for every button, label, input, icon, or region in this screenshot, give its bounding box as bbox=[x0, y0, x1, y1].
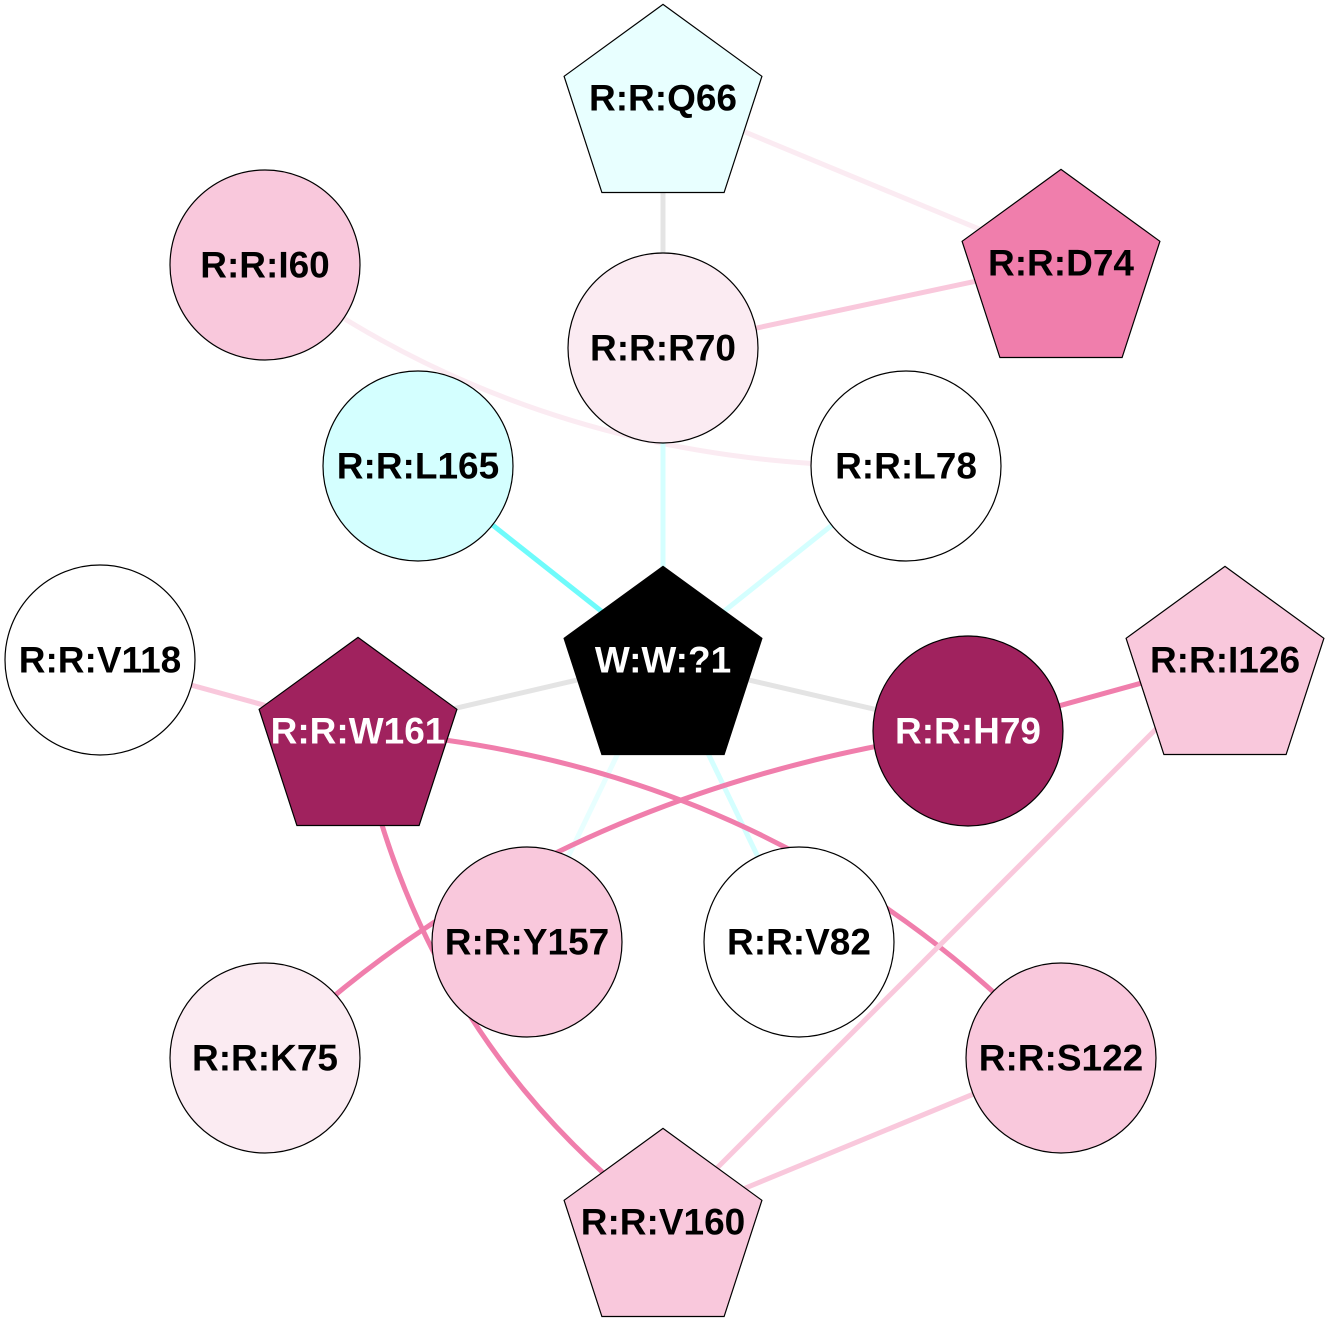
edge-h79-k75 bbox=[263, 728, 969, 1060]
node-w161[interactable]: R:R:W161 bbox=[258, 636, 458, 827]
node-label: R:R:K75 bbox=[192, 1038, 338, 1079]
node-label: R:R:D74 bbox=[988, 243, 1134, 284]
node-v160[interactable]: R:R:V160 bbox=[563, 1127, 763, 1318]
node-label: R:R:I126 bbox=[1150, 640, 1300, 681]
node-s122[interactable]: R:R:S122 bbox=[965, 962, 1157, 1154]
node-w1[interactable]: W:W:?1 bbox=[563, 565, 763, 756]
node-k75[interactable]: R:R:K75 bbox=[169, 962, 361, 1154]
edge-w161-s122 bbox=[357, 728, 1063, 1060]
node-label: R:R:S122 bbox=[979, 1038, 1144, 1079]
node-q66-pentagon bbox=[563, 3, 763, 194]
node-label: R:R:H79 bbox=[895, 711, 1041, 752]
node-y157[interactable]: R:R:Y157 bbox=[431, 846, 623, 1038]
node-q66[interactable]: R:R:Q66 bbox=[563, 3, 763, 194]
node-v118[interactable]: R:R:V118 bbox=[4, 564, 196, 756]
node-label: W:W:?1 bbox=[595, 640, 731, 681]
node-h79[interactable]: R:R:H79 bbox=[872, 635, 1064, 827]
node-l78[interactable]: R:R:L78 bbox=[810, 370, 1002, 562]
node-r70-circle bbox=[567, 252, 759, 444]
node-v160-pentagon bbox=[563, 1127, 763, 1318]
node-v82-circle bbox=[703, 846, 895, 1038]
node-w1-pentagon bbox=[563, 565, 763, 756]
node-i60-circle bbox=[169, 169, 361, 361]
node-label: R:R:V160 bbox=[581, 1202, 746, 1243]
node-label: R:R:R70 bbox=[590, 328, 736, 369]
node-i126[interactable]: R:R:I126 bbox=[1125, 565, 1325, 756]
node-label: R:R:W161 bbox=[271, 711, 446, 752]
node-v82[interactable]: R:R:V82 bbox=[703, 846, 895, 1038]
node-l78-circle bbox=[810, 370, 1002, 562]
node-k75-circle bbox=[169, 962, 361, 1154]
edge-i60-l78 bbox=[263, 262, 907, 469]
node-i60[interactable]: R:R:I60 bbox=[169, 169, 361, 361]
node-d74[interactable]: R:R:D74 bbox=[961, 168, 1161, 359]
node-s122-circle bbox=[965, 962, 1157, 1154]
node-v118-circle bbox=[4, 564, 196, 756]
node-i126-pentagon bbox=[1125, 565, 1325, 756]
node-d74-pentagon bbox=[961, 168, 1161, 359]
node-label: R:R:Q66 bbox=[589, 78, 737, 119]
edge-i126-v160 bbox=[661, 658, 1227, 1224]
node-label: R:R:L78 bbox=[835, 446, 977, 487]
node-l165[interactable]: R:R:L165 bbox=[322, 370, 514, 562]
node-label: R:R:Y157 bbox=[445, 922, 610, 963]
node-y157-circle bbox=[431, 846, 623, 1038]
node-label: R:R:V82 bbox=[727, 922, 871, 963]
node-label: R:R:I60 bbox=[200, 245, 330, 286]
node-label: R:R:V118 bbox=[19, 640, 181, 681]
node-h79-circle bbox=[872, 635, 1064, 827]
node-l165-circle bbox=[322, 370, 514, 562]
node-r70[interactable]: R:R:R70 bbox=[567, 252, 759, 444]
node-label: R:R:L165 bbox=[337, 446, 499, 487]
node-w161-pentagon bbox=[258, 636, 458, 827]
